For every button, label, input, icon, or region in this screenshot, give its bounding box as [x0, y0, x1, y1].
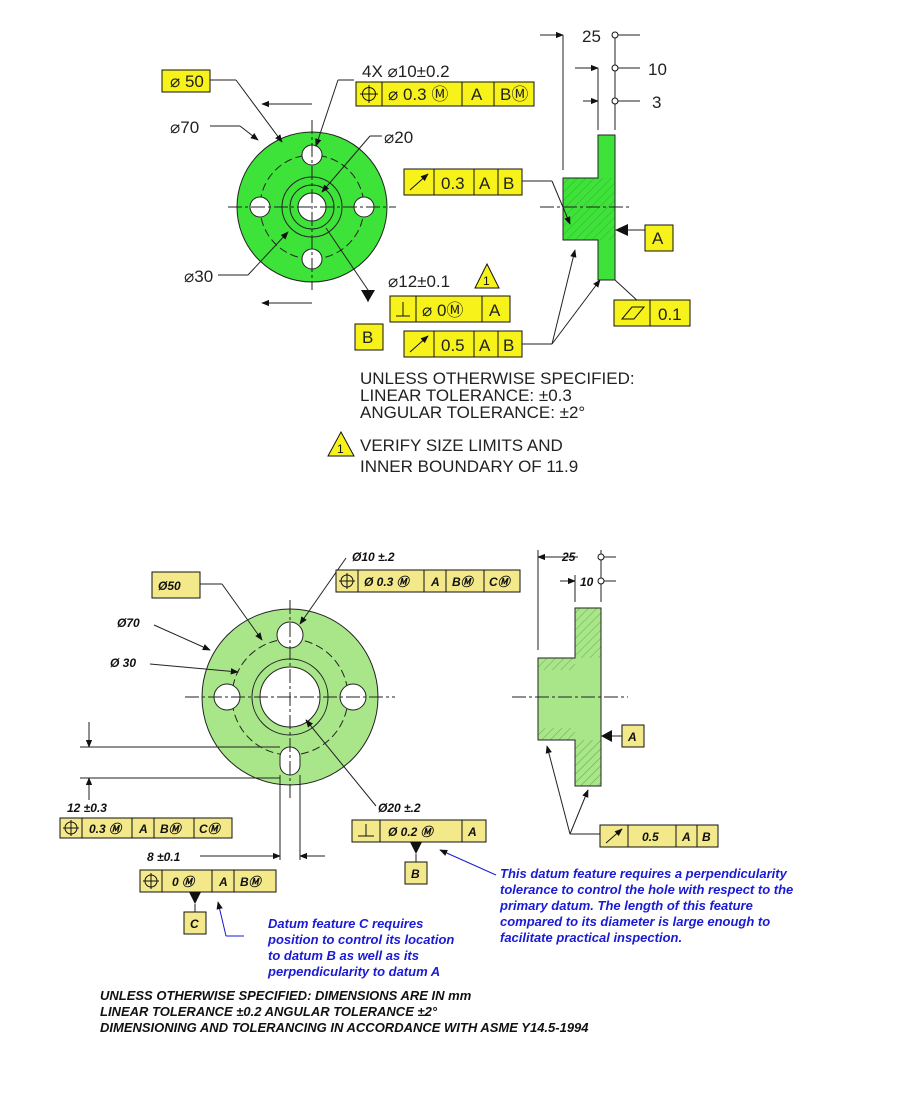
fcf-perp-top: ⌀ 0Ⓜ A: [389, 295, 511, 323]
bottom-side-view: 25 10 A: [512, 550, 645, 835]
fcf-c-position: 0.3 Ⓜ A BⓂ CⓂ: [59, 817, 233, 839]
fcf-datum: A: [471, 85, 483, 104]
dim-holes: 4X ⌀10±0.2: [362, 62, 450, 81]
svg-text:BⓂ: BⓂ: [452, 575, 475, 589]
blue-note-b: tolerance to control the hole with respe…: [500, 882, 793, 897]
dim-phi30: ⌀30: [184, 267, 213, 286]
dim-phi70: Ø70: [117, 616, 140, 630]
fcf-position-top: ⌀ 0.3 Ⓜ A BⓂ: [355, 81, 535, 107]
svg-text:0.5: 0.5: [441, 336, 465, 355]
dim-8: 8 ±0.1: [147, 850, 181, 864]
dim-phi20: Ø20 ±.2: [378, 801, 421, 815]
dim-10: 10: [648, 60, 667, 79]
dim-bore: ⌀12±0.1: [388, 272, 450, 291]
svg-text:B: B: [702, 830, 711, 844]
svg-text:Ø 0.3 Ⓜ: Ø 0.3 Ⓜ: [364, 575, 411, 589]
svg-text:CⓂ: CⓂ: [199, 822, 222, 836]
svg-text:A: A: [479, 174, 491, 193]
note-line: UNLESS OTHERWISE SPECIFIED:: [360, 369, 635, 388]
note-line: LINEAR TOLERANCE: ±0.3: [360, 386, 572, 405]
bottom-note-line: LINEAR TOLERANCE ±0.2 ANGULAR TOLERANCE …: [100, 1004, 438, 1019]
datum-b-label: B: [362, 328, 373, 347]
flatness-value: 0.1: [658, 305, 682, 324]
dim-holes: Ø10 ±.2: [352, 550, 395, 564]
dim-phi20: ⌀20: [384, 128, 413, 147]
fcf-runout-top-1: 0.3 A B: [403, 168, 523, 196]
svg-text:B: B: [503, 174, 514, 193]
svg-text:1: 1: [337, 442, 344, 456]
svg-text:BⓂ: BⓂ: [160, 822, 183, 836]
flag-1: 1: [483, 274, 490, 288]
fcf-runout-bottom: 0.5 A B: [599, 824, 719, 848]
dim-3: 3: [652, 93, 661, 112]
svg-text:CⓂ: CⓂ: [489, 575, 512, 589]
svg-text:A: A: [479, 336, 491, 355]
datum-a-label: A: [652, 229, 664, 248]
dim-25: 25: [582, 27, 601, 46]
fcf-datum: BⓂ: [500, 85, 528, 104]
svg-text:A: A: [218, 875, 228, 889]
svg-text:⌀ 0Ⓜ: ⌀ 0Ⓜ: [422, 301, 463, 320]
blue-note-c: Datum feature C requires: [268, 916, 423, 931]
fcf-position-bottom: Ø 0.3 Ⓜ A BⓂ CⓂ: [335, 569, 521, 593]
svg-text:Ø 0.2 Ⓜ: Ø 0.2 Ⓜ: [388, 825, 435, 839]
dim-10: 10: [580, 575, 594, 589]
fcf-tolerance: ⌀ 0.3 Ⓜ: [388, 85, 448, 104]
bottom-front-view: [80, 557, 395, 860]
svg-text:BⓂ: BⓂ: [240, 875, 263, 889]
bottom-note-line: DIMENSIONING AND TOLERANCING IN ACCORDAN…: [100, 1020, 589, 1035]
svg-text:A: A: [467, 825, 477, 839]
datum-b-label: B: [411, 867, 420, 881]
blue-note-b: This datum feature requires a perpendicu…: [500, 866, 788, 881]
bottom-note-line: UNLESS OTHERWISE SPECIFIED: DIMENSIONS A…: [100, 988, 472, 1003]
blue-note-b: compared to its diameter is large enough…: [500, 914, 770, 929]
note-line: ANGULAR TOLERANCE: ±2°: [360, 403, 585, 422]
top-drawing: ⌀ 50 ⌀70 ⌀30 ⌀20 4X ⌀10±0.2 ⌀ 0.3 Ⓜ A BⓂ: [161, 27, 691, 476]
svg-text:0.5: 0.5: [642, 830, 659, 844]
blue-note-c: perpendicularity to datum A: [267, 964, 440, 979]
svg-text:A: A: [681, 830, 691, 844]
fcf-runout-top-2: 0.5 A B: [403, 330, 552, 358]
svg-text:0 Ⓜ: 0 Ⓜ: [172, 875, 196, 889]
datum-c-label: C: [190, 917, 199, 931]
blue-note-c: to datum B as well as its: [268, 948, 419, 963]
dim-phi50: ⌀ 50: [170, 72, 204, 91]
fcf-perp-bottom: Ø 0.2 Ⓜ A: [351, 819, 487, 843]
svg-text:A: A: [138, 822, 148, 836]
flag-note-line: VERIFY SIZE LIMITS AND: [360, 436, 563, 455]
svg-text:A: A: [489, 301, 501, 320]
dim-phi50: Ø50: [158, 579, 181, 593]
svg-text:B: B: [503, 336, 514, 355]
dim-25: 25: [561, 550, 576, 564]
blue-note-b: primary datum. The length of this featur…: [499, 898, 753, 913]
dim-12: 12 ±0.3: [67, 801, 107, 815]
top-front-view: [186, 79, 396, 307]
datum-a-label: A: [627, 730, 637, 744]
blue-note-c: position to control its location: [267, 932, 454, 947]
svg-text:0.3 Ⓜ: 0.3 Ⓜ: [89, 822, 123, 836]
dim-phi30: Ø 30: [110, 656, 136, 670]
svg-text:A: A: [430, 575, 440, 589]
top-side-view: 25 10 3 A 0.1: [520, 27, 691, 345]
dim-phi70: ⌀70: [170, 118, 199, 137]
fcf-zero-position: 0 Ⓜ A BⓂ: [139, 869, 277, 893]
flag-note-line: INNER BOUNDARY OF 11.9: [360, 457, 578, 476]
blue-note-b: facilitate practical inspection.: [500, 930, 682, 945]
svg-text:0.3: 0.3: [441, 174, 465, 193]
bottom-drawing: Ø50 Ø70 Ø 30 Ø10 ±.2 Ø 0.3 Ⓜ A BⓂ CⓂ 12 …: [59, 550, 793, 1035]
